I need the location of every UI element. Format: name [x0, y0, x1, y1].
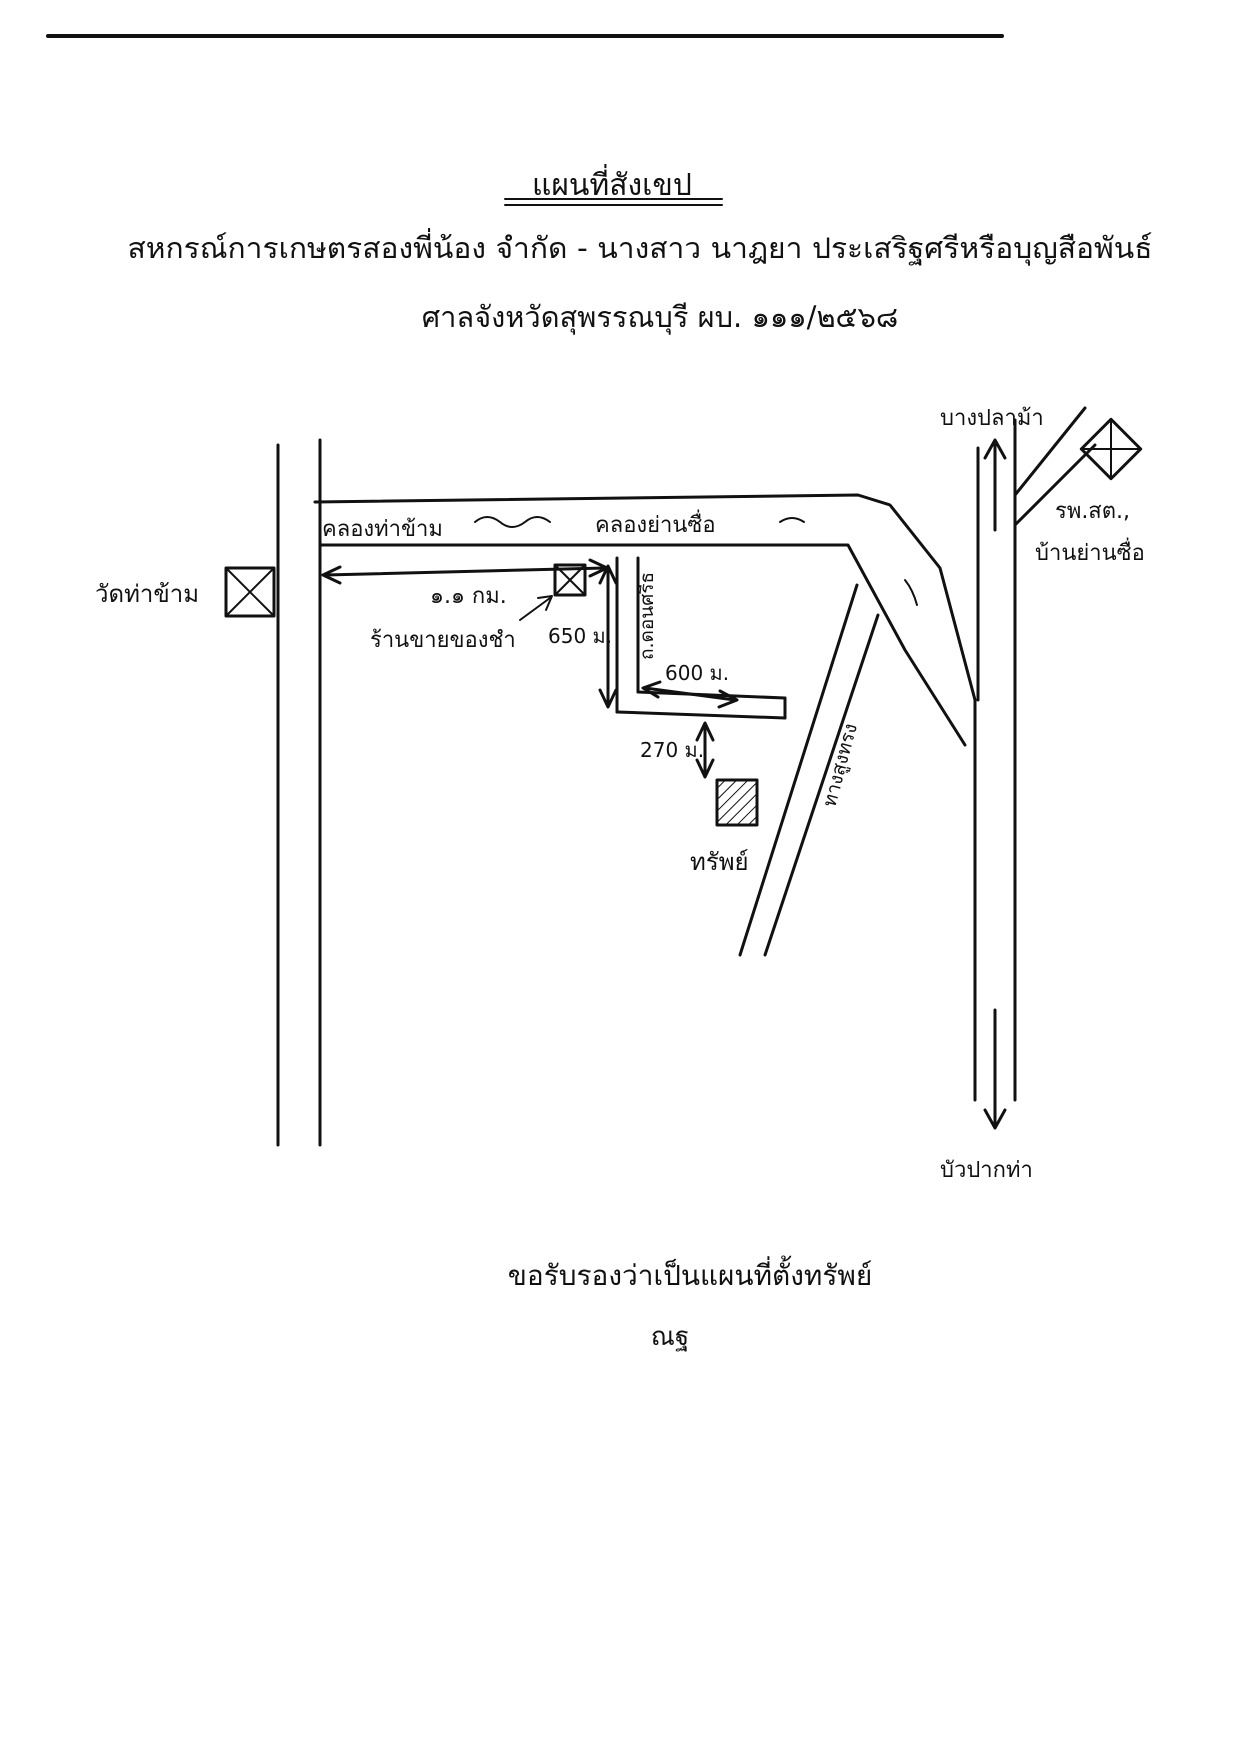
arrow-650-head-bottom — [598, 688, 618, 709]
diag-road-left-edge — [738, 583, 859, 957]
small-road-label: ถ.ดอนศรีธ — [636, 572, 658, 660]
shop-label: ร้านขายของชำ — [370, 628, 516, 653]
arrow-270-head-top — [695, 721, 715, 742]
temple-marker — [224, 566, 276, 618]
hospital-marker — [1079, 417, 1143, 481]
property-label: ทรัพย์ — [690, 848, 749, 876]
canal-water-mark — [474, 516, 551, 528]
arrow-270-head-bottom — [695, 758, 715, 779]
branch-road-edge-2 — [1013, 443, 1097, 527]
certification-text: ขอรับรองว่าเป็นแผนที่ตั้งทรัพย์ — [508, 1255, 873, 1292]
small-road-upper-edge — [636, 690, 787, 700]
south-destination-label: บัวปากท่า — [940, 1158, 1033, 1183]
arrow-650-head-top — [598, 564, 618, 585]
shop-marker — [553, 563, 587, 597]
arrow-600-head-left — [641, 680, 662, 699]
canal-east-label: คลองย่านซื่อ — [595, 509, 716, 538]
arrow-600 — [643, 686, 737, 702]
temple-label: วัดท่าข้าม — [95, 580, 199, 608]
canal-west-label: คลองท่าข้าม — [322, 517, 443, 542]
hospital-label-2: บ้านย่านซื่อ — [1035, 537, 1145, 566]
north-destination-label: บางปลาม้า — [940, 406, 1044, 431]
arrow-600-head-right — [717, 689, 739, 709]
hospital-label: รพ.สต., — [1055, 499, 1130, 524]
canal-water-mark-3 — [904, 579, 918, 606]
distance-1-1km-label: ๑.๑ กม. — [430, 584, 507, 609]
signature: ณฐ — [651, 1322, 689, 1352]
north-arrow-head — [983, 438, 1007, 460]
branch-road-edge-1 — [1013, 406, 1087, 497]
arrow-1-1km-head-left — [321, 565, 342, 585]
canal-water-mark-2 — [779, 517, 805, 523]
small-road-lower-edge — [615, 710, 787, 720]
diag-road-right-edge — [763, 613, 880, 957]
diag-road-label: ทางสูงทรง — [819, 721, 862, 809]
subtitle: สหกรณ์การเกษตรสองพี่น้อง จำกัด - นางสาว … — [128, 228, 1153, 266]
property-marker — [715, 778, 759, 827]
distance-650-label: 650 ม. — [548, 624, 612, 648]
canal-lower-edge — [318, 543, 967, 747]
canal-upper-edge — [313, 493, 977, 702]
case-line: ศาลจังหวัดสุพรรณบุรี ผบ. ๑๑๑/๒๕๖๘ — [422, 300, 899, 335]
distance-270-label: 270 ม. — [640, 738, 704, 762]
temple-marker-cross-2 — [225, 567, 275, 617]
south-arrow-head — [983, 1108, 1007, 1130]
arrow-1-1km — [323, 566, 607, 577]
distance-600-label: 600 ม. — [665, 661, 729, 685]
shop-pointer — [519, 597, 551, 621]
shop-pointer-head — [537, 595, 553, 611]
map-title: แผนที่สังเขป — [532, 164, 692, 203]
